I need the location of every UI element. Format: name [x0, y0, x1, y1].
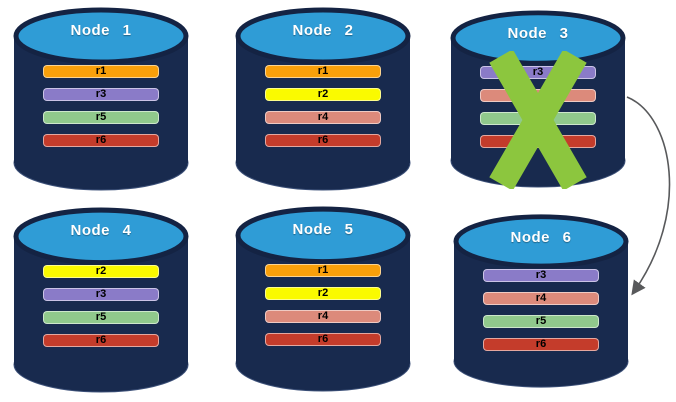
arrow-curve-node3-to-node6 — [626, 96, 671, 296]
node-title: Node 3 — [507, 25, 569, 42]
replica-bars: r3 r4 r5 r6 — [483, 269, 599, 361]
replica-bar-r5: r5 — [483, 315, 599, 328]
replica-bars: r1 r2 r4 r6 — [265, 65, 381, 157]
node-4: Node 4 r2 r3 r5 r6 — [11, 206, 191, 394]
replica-bar-r1: r1 — [265, 65, 381, 78]
node-5: Node 5 r1 r2 r4 r6 — [233, 205, 413, 393]
replica-bar-r5: r5 — [43, 311, 159, 324]
database-cylinder-icon — [235, 206, 411, 392]
replica-bar-r5: r5 — [43, 111, 159, 124]
node-title: Node 2 — [292, 22, 354, 39]
replica-bar-r6: r6 — [265, 333, 381, 346]
replica-bar-r1: r1 — [265, 264, 381, 277]
replica-bar-r3: r3 — [43, 288, 159, 301]
replica-bar-r6: r6 — [43, 334, 159, 347]
node-title: Node 6 — [510, 229, 572, 246]
node-3: Node 3 r3 — [448, 9, 628, 189]
node-title: Node 4 — [70, 222, 132, 239]
node-2: Node 2 r1 r2 r4 r6 — [233, 6, 413, 192]
node-6: Node 6 r3 r4 r5 r6 — [451, 213, 631, 389]
replica-bar-r6: r6 — [43, 134, 159, 147]
replica-bar-r4: r4 — [483, 292, 599, 305]
replica-bar-r4: r4 — [265, 111, 381, 124]
replica-bar-r4: r4 — [265, 310, 381, 323]
replica-bars: r2 r3 r5 r6 — [43, 265, 159, 357]
replica-bar-r1: r1 — [43, 65, 159, 78]
replica-bar-r2: r2 — [265, 88, 381, 101]
node-title: Node 5 — [292, 221, 354, 238]
replica-bars: r1 r2 r4 r6 — [265, 264, 381, 356]
replica-bar-r3: r3 — [483, 269, 599, 282]
node-1: Node 1 r1 r3 r5 r6 — [11, 6, 191, 192]
replica-bars: r1 r3 r5 r6 — [43, 65, 159, 157]
replica-bar-r6: r6 — [483, 338, 599, 351]
replica-bar-r2: r2 — [265, 287, 381, 300]
replica-bar-r3: r3 — [43, 88, 159, 101]
failure-x-icon — [489, 51, 587, 189]
replica-bar-r2: r2 — [43, 265, 159, 278]
node-title: Node 1 — [70, 22, 132, 39]
replica-bar-r6: r6 — [265, 134, 381, 147]
